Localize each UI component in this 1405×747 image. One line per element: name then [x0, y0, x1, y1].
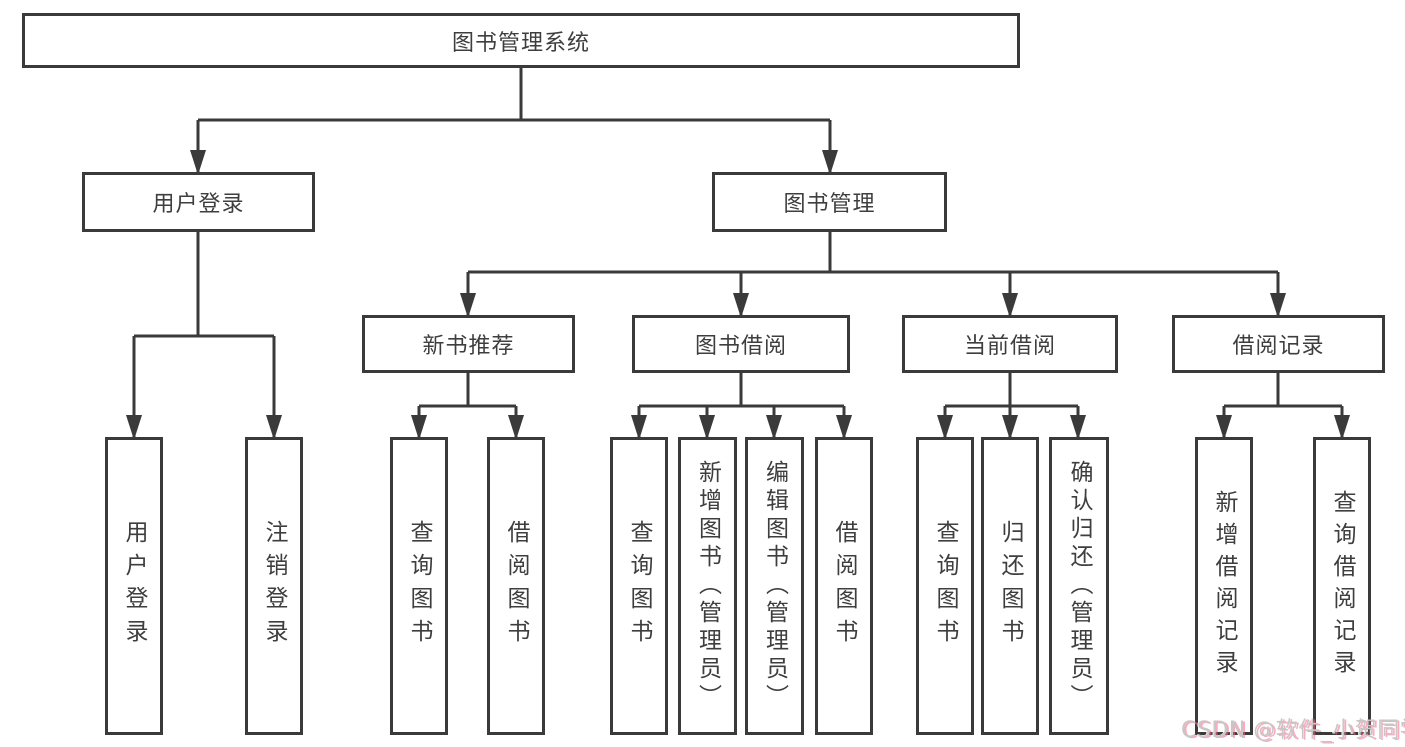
leaf-query-books-borrow: 查询图书	[610, 437, 668, 735]
leaf-confirm-return-admin: 确认归还（管理员）	[1049, 437, 1109, 735]
leaf-query-books-recommend: 查询图书	[390, 437, 448, 735]
node-book-borrow: 图书借阅	[632, 315, 850, 373]
leaf-borrow-books-borrow: 借阅图书	[815, 437, 873, 735]
leaf-query-borrow-record: 查询借阅记录	[1313, 437, 1371, 735]
node-current-borrow: 当前借阅	[902, 315, 1118, 373]
leaf-edit-book-admin: 编辑图书（管理员）	[745, 437, 804, 735]
leaf-query-books-current: 查询图书	[916, 437, 974, 735]
leaf-user-login: 用户登录	[105, 437, 163, 735]
arrowheads	[126, 150, 1350, 440]
node-user-login: 用户登录	[82, 172, 315, 232]
watermark: CSDN @软件_小贺同学	[1181, 718, 1405, 743]
leaf-add-borrow-record: 新增借阅记录	[1195, 437, 1253, 735]
node-book-management: 图书管理	[712, 172, 947, 232]
leaf-logout: 注销登录	[245, 437, 303, 735]
leaf-add-book-admin: 新增图书（管理员）	[678, 437, 737, 735]
node-root: 图书管理系统	[22, 13, 1020, 68]
leaf-return-book: 归还图书	[981, 437, 1039, 735]
node-borrow-records: 借阅记录	[1172, 315, 1385, 373]
node-new-book-recommend: 新书推荐	[362, 315, 575, 373]
leaf-borrow-books-recommend: 借阅图书	[487, 437, 545, 735]
